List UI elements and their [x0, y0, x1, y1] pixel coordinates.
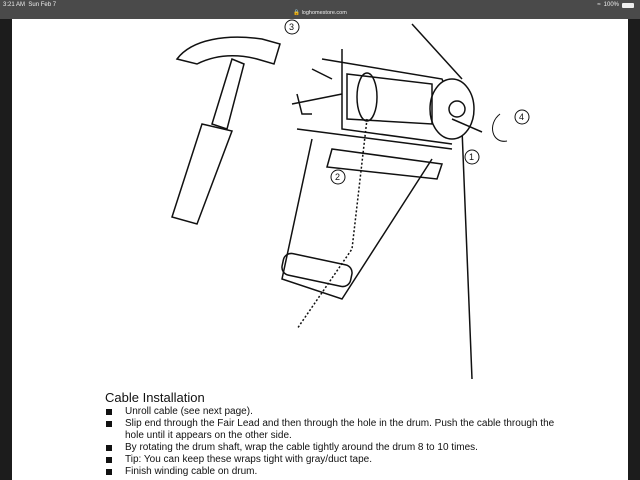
cable-installation-section: Cable Installation Unroll cable (see nex…	[105, 390, 555, 478]
address-url[interactable]: 🔒 loghomestore.com	[293, 10, 347, 16]
instruction-list: Unroll cable (see next page). Slip end t…	[105, 406, 555, 478]
wifi-icon: ≈	[597, 2, 601, 8]
document-page: 3 2 1 4 Cable Installation Unroll cable …	[12, 19, 628, 480]
list-item: Finish winding cable on drum.	[105, 466, 555, 478]
section-heading: Cable Installation	[105, 390, 205, 405]
battery-icon	[622, 2, 634, 8]
hammer-icon	[171, 36, 281, 225]
list-item: Slip end through the Fair Lead and then …	[105, 418, 555, 442]
callouts: 3 2 1 4	[284, 19, 530, 185]
winch-frame	[281, 23, 483, 380]
winch-illustration: 3 2 1 4	[171, 19, 530, 380]
svg-text:4: 4	[519, 112, 524, 122]
list-item: Unroll cable (see next page).	[105, 406, 555, 418]
status-bar: 3:21 AM Sun Feb 7 🔒 loghomestore.com ≈10…	[0, 0, 640, 19]
svg-text:2: 2	[335, 172, 340, 182]
svg-text:1: 1	[469, 152, 474, 162]
list-item: Tip: You can keep these wraps tight with…	[105, 454, 555, 466]
svg-text:3: 3	[289, 22, 294, 32]
battery-status: ≈100%	[597, 2, 634, 8]
lock-icon: 🔒	[293, 10, 301, 16]
list-item: By rotating the drum shaft, wrap the cab…	[105, 442, 555, 454]
status-time: 3:21 AM Sun Feb 7	[3, 2, 57, 8]
